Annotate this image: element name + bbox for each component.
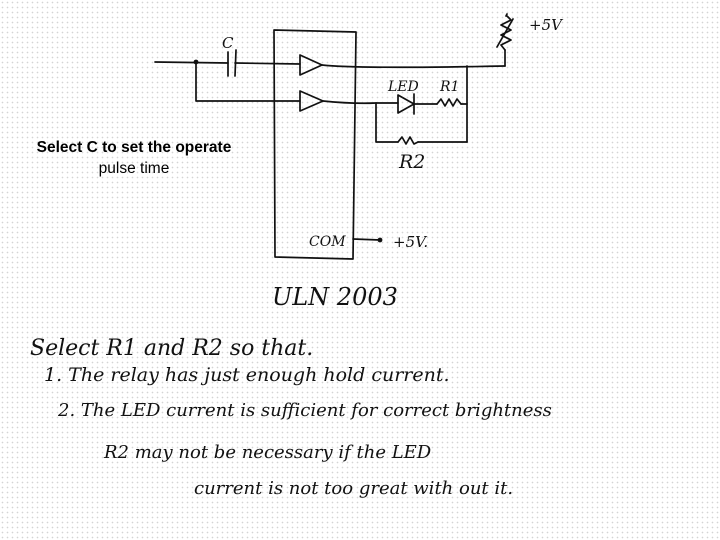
supply-top-label: +5V bbox=[529, 16, 564, 34]
notes-heading: Select R1 and R2 so that. bbox=[30, 336, 314, 361]
com-label: COM bbox=[309, 234, 346, 250]
buffer-2-symbol bbox=[299, 90, 324, 112]
r2-branch-wire bbox=[375, 102, 399, 143]
com-terminal-dot bbox=[377, 237, 383, 243]
capacitor-label: C bbox=[222, 34, 234, 52]
led-label: LED bbox=[387, 79, 419, 95]
relay-coil-slash bbox=[496, 18, 514, 48]
caption-line-1: Select C to set the operate bbox=[36, 139, 232, 156]
notes-item-2: 2. The LED current is sufficient for cor… bbox=[58, 400, 552, 421]
branch-wire bbox=[195, 61, 301, 102]
uln2003-chip-outline bbox=[273, 29, 357, 260]
com-wire bbox=[352, 238, 381, 241]
r1-symbol bbox=[436, 98, 462, 107]
input-wire bbox=[154, 61, 229, 64]
caption-line-2: pulse time bbox=[98, 160, 170, 177]
buffer-1-symbol bbox=[299, 54, 323, 76]
supply-com-label: +5V. bbox=[393, 233, 428, 251]
notes-remark-2: current is not too great with out it. bbox=[194, 478, 514, 499]
capacitor-caption: Select C to set the operate pulse time bbox=[20, 137, 248, 179]
r2-symbol bbox=[397, 136, 419, 145]
output-1-wire bbox=[321, 64, 506, 69]
chip-label: ULN 2003 bbox=[272, 283, 398, 311]
notes-item-1: 1. The relay has just enough hold curren… bbox=[44, 364, 450, 386]
notes-remark-1: R2 may not be necessary if the LED bbox=[104, 442, 432, 463]
r1-label: R1 bbox=[439, 79, 459, 95]
capacitor-output-wire bbox=[234, 62, 301, 65]
r2-label: R2 bbox=[398, 151, 425, 173]
